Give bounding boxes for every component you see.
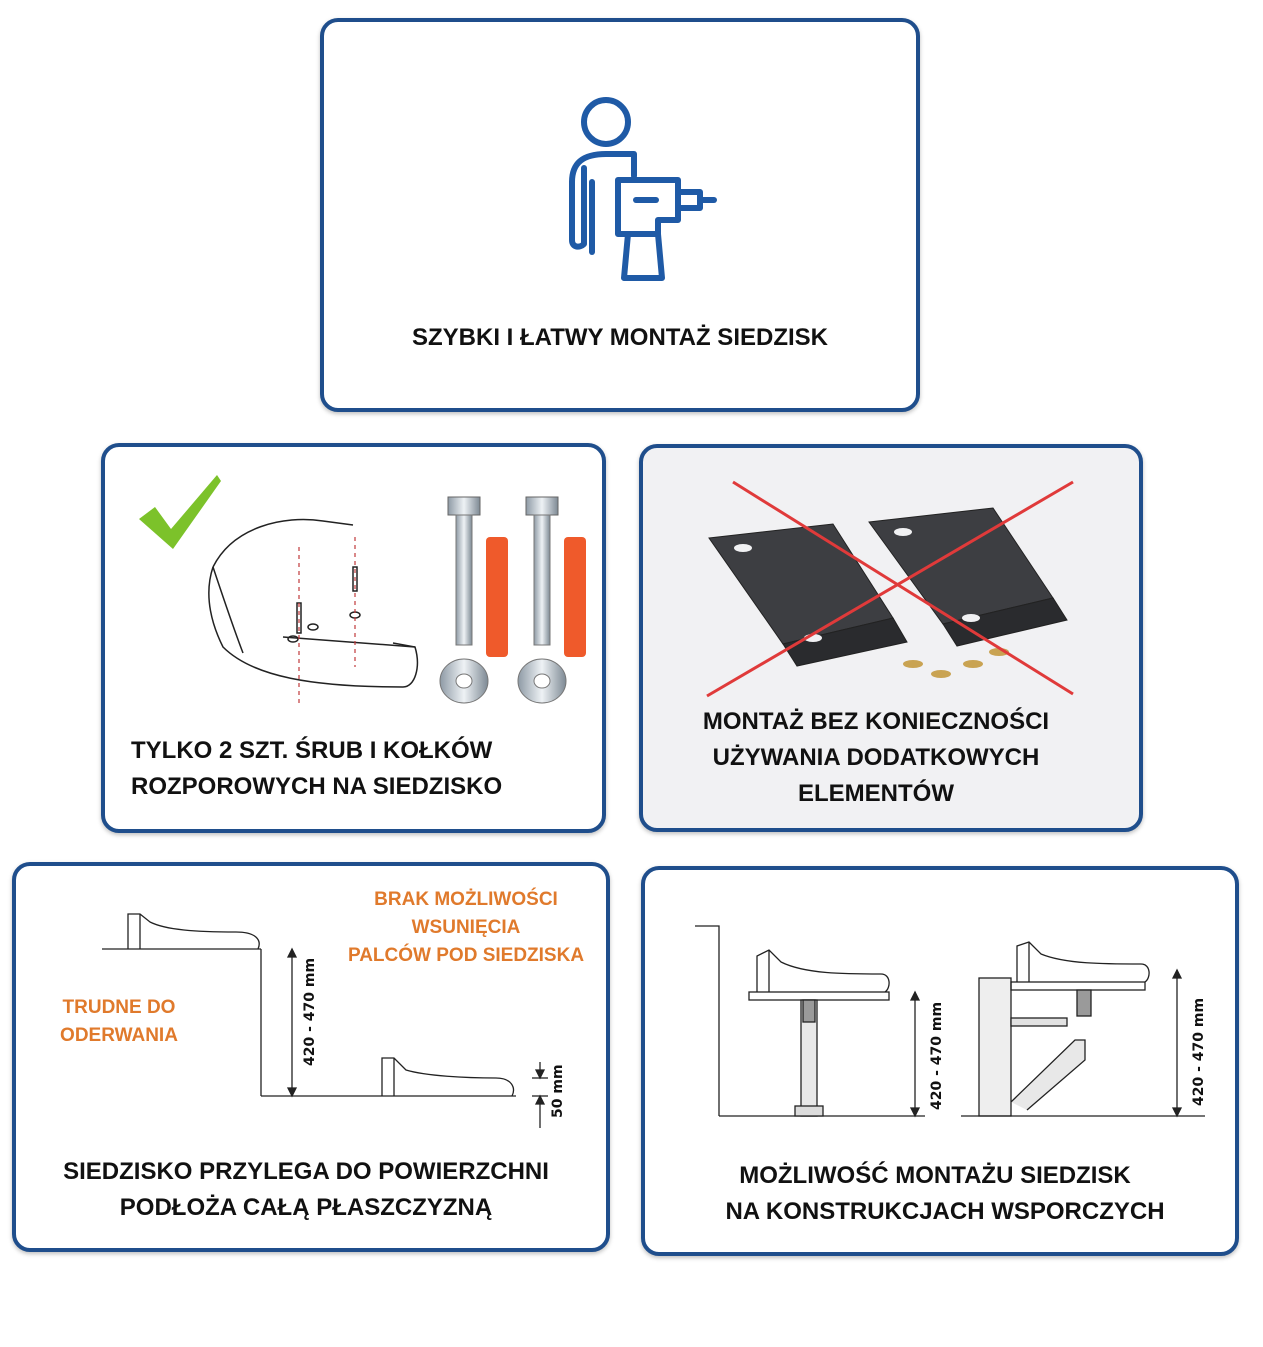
dim-right-label: 420 - 470 mm [1191,998,1207,1106]
seat-drawing [208,518,419,707]
note-no-finger-gap: BRAK MOŻLIWOŚCI WSUNIĘCIA PALCÓW POD SIE… [336,886,596,970]
caption-flat-line2: PODŁOŻA CAŁĄ PŁASZCZYZNĄ [119,1194,493,1221]
caption-brackets-line2: UŻYWANIA DODATKOWYCH [712,744,1040,771]
card-bolts: TYLKO 2 SZT. ŚRUB I KOŁKÓW ROZPOROWYCH N… [101,443,606,833]
note-hard-to-detach: TRUDNE DO ODERWANIA [44,994,194,1050]
caption-bolts-line1: TYLKO 2 SZT. ŚRUB I KOŁKÓW [131,737,493,764]
note-hard-to-detach-line2: ODERWANIA [60,1025,178,1046]
flat-seat-profile-drawing: 420 - 470 mm 50 mm [102,913,566,1128]
note-no-finger-gap-line3: PALCÓW POD SIEDZISKA [347,945,585,966]
caption-brackets-line3: ELEMENTÓW [798,780,954,807]
cross-out-icon [706,480,1074,698]
worker-drill-icon [569,97,717,281]
caption-support-line2: NA KONSTRUKCJACH WSPORCZYCH [725,1198,1165,1225]
caption-support-line1: MOŻLIWOŚĆ MONTAŻU SIEDZISK [739,1162,1131,1189]
card-no-brackets: MONTAŻ BEZ KONIECZNOŚCI UŻYWANIA DODATKO… [639,444,1143,832]
caption-bolts-line2: ROZPOROWYCH NA SIEDZISKO [131,773,503,800]
bolts-and-plugs-drawing [439,496,586,704]
card-support-structures: 420 - 470 mm 420 - 470 mm MOŻLIWOŚĆ MONT… [641,866,1239,1256]
note-hard-to-detach-line1: TRUDNE DO [62,997,176,1018]
note-no-finger-gap-line2: WSUNIĘCIA [411,917,521,938]
dim-gap-label: 50 mm [550,1064,566,1118]
card-quick-install: SZYBKI I ŁATWY MONTAŻ SIEDZISK [320,18,920,412]
card-flat-seat: 420 - 470 mm 50 mm BRAK MOŻLIWOŚCI WSUNI… [12,862,610,1252]
support-structure-drawing: 420 - 470 mm 420 - 470 mm [695,925,1207,1118]
caption-flat-line1: SIEDZISKO PRZYLEGA DO POWIERZCHNI [63,1158,549,1185]
checkmark-icon [139,475,221,549]
caption-brackets-line1: MONTAŻ BEZ KONIECZNOŚCI [702,708,1050,735]
dim-left-label: 420 - 470 mm [929,1002,945,1110]
note-no-finger-gap-line1: BRAK MOŻLIWOŚCI [374,889,558,910]
dim-height-label: 420 - 470 mm [302,958,318,1066]
caption-quick-install: SZYBKI I ŁATWY MONTAŻ SIEDZISK [412,324,828,351]
